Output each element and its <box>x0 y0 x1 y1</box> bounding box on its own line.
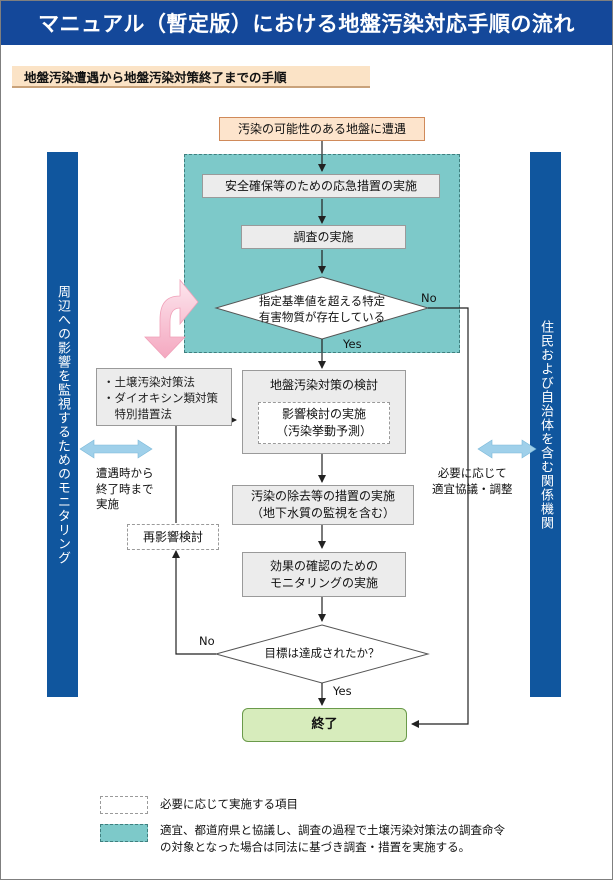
right-note: 必要に応じて 適宜協議・調整 <box>432 466 513 497</box>
right-double-arrow <box>477 439 537 459</box>
removal-line2: （地下水質の監視を含む） <box>250 506 395 520</box>
right-note-line: 適宜協議・調整 <box>432 481 513 496</box>
legend-teal-line1: 適宜、都道府県と協議し、調査の過程で土壌汚染対策法の調査命令 <box>160 823 505 837</box>
left-note-line: 実施 <box>96 497 119 512</box>
removal-line1: 汚染の除去等の措置の実施 <box>250 489 395 504</box>
monitoring-line2: モニタリングの実施 <box>269 575 378 590</box>
impact-line2: （汚染挙動予測） <box>275 424 372 438</box>
step-survey: 調査の実施 <box>241 225 406 249</box>
step-end: 終了 <box>242 708 407 742</box>
decision2-no-label: No <box>199 634 215 648</box>
step-reassess: 再影響検討 <box>127 524 219 550</box>
step-removal: 汚染の除去等の措置の実施 （地下水質の監視を含む） <box>232 485 414 525</box>
legend-dashed-text: 必要に応じて実施する項目 <box>160 797 298 811</box>
left-sidebar: 周辺への影響を監視するためのモニタリング <box>47 152 78 697</box>
decision1-line2: 有害物質が存在している <box>258 309 386 324</box>
arrow-decision1-no <box>411 307 469 728</box>
big-curved-arrow <box>144 278 199 359</box>
decision1-no-label: No <box>421 291 437 305</box>
law-item: ・土壌汚染対策法 <box>103 375 195 389</box>
monitoring-line1: 効果の確認のための <box>269 558 378 573</box>
left-double-arrow <box>79 439 153 459</box>
countermeasure-label: 地盤汚染対策の検討 <box>269 378 378 392</box>
decision2-text: 目標は達成されたか？ <box>264 646 380 660</box>
arrow-reassess-loop <box>175 416 237 523</box>
decision2-yes-label: Yes <box>333 684 352 698</box>
left-note-line: 終了時まで <box>96 481 154 496</box>
page-title: マニュアル（暫定版）における地盤汚染対応手順の流れ <box>1 1 612 45</box>
right-sidebar-label: 住民および自治体を含む関係機関 <box>538 319 553 530</box>
left-note-line: 遭遇時から <box>96 466 154 480</box>
arrow-decision2-no <box>172 550 216 655</box>
legend-teal-swatch <box>100 824 148 842</box>
section-subtitle: 地盤汚染遭遇から地盤汚染対策終了までの手順 <box>12 66 370 88</box>
legend-teal-line2: の対象となった場合は同法に基づき調査・措置を実施する。 <box>160 840 471 855</box>
step-monitoring: 効果の確認のための モニタリングの実施 <box>242 552 406 597</box>
legend-teal-text: 適宜、都道府県と協議し、調査の過程で土壌汚染対策法の調査命令 の対象となった場合… <box>160 822 505 857</box>
step-emergency: 安全確保等のための応急措置の実施 <box>202 174 440 198</box>
impact-line1: 影響検討の実施 <box>281 407 366 422</box>
decision1-yes-label: Yes <box>343 337 362 351</box>
step-impact: 影響検討の実施 （汚染挙動予測） <box>258 402 390 444</box>
legend-dashed-swatch <box>100 796 148 814</box>
left-note: 遭遇時から 終了時まで 実施 <box>96 466 154 513</box>
law-item: ・ダイオキシン類対策 <box>103 391 218 406</box>
step-encounter: 汚染の可能性のある地盤に遭遇 <box>219 117 425 141</box>
laws-box: ・土壌汚染対策法 ・ダイオキシン類対策 特別措置法 <box>96 368 232 426</box>
decision1-line1: 指定基準値を超える特定 <box>258 294 386 308</box>
law-item: 特別措置法 <box>103 407 172 422</box>
right-sidebar: 住民および自治体を含む関係機関 <box>530 152 561 697</box>
right-note-line: 必要に応じて <box>437 466 507 480</box>
left-sidebar-label: 周辺への影響を監視するためのモニタリング <box>55 284 70 565</box>
decision1-text: 指定基準値を超える特定 有害物質が存在している <box>236 294 408 325</box>
